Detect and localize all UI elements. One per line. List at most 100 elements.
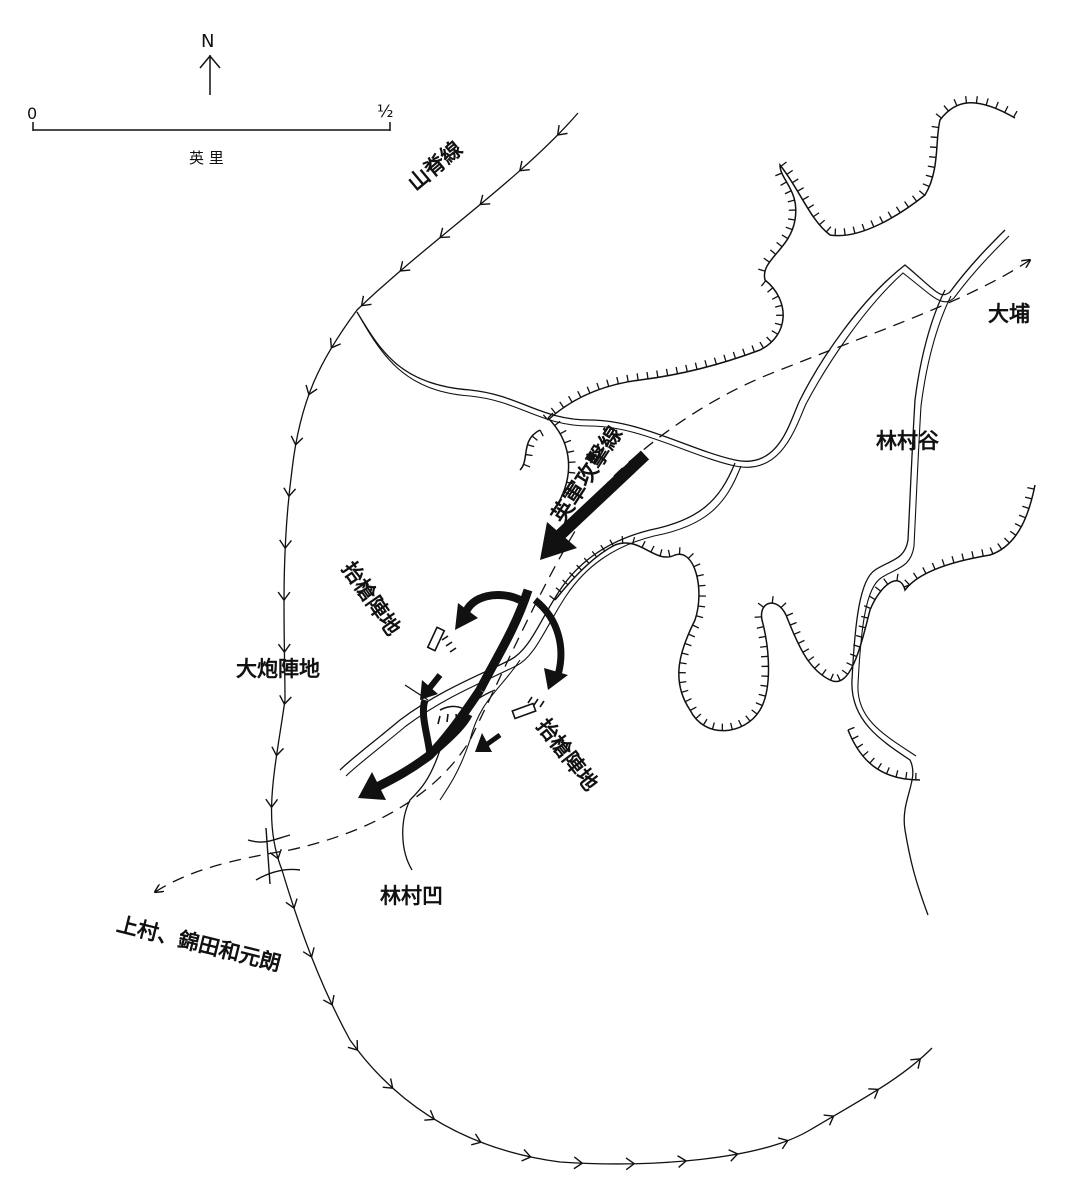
hachure-tick [802,648,810,653]
hachure-tick [550,407,557,414]
hachure-tick [758,635,766,639]
hachure-tick [812,212,820,218]
hachure-tick [723,354,727,362]
hachure-tick [922,183,930,188]
hachure-tick [566,481,574,485]
hachure-tick [769,249,777,255]
pass-road-bank [439,659,521,801]
hachure-tick [861,223,866,231]
hachure-tick [1024,496,1032,500]
hachure-tick [698,584,706,587]
hachure-tick [877,762,882,770]
hachure-tick [930,136,938,139]
hachure-tick [829,673,834,681]
river-upper [356,229,1006,462]
hachure-tick [931,562,936,570]
hachure-tick [793,630,801,635]
hachure-tick [696,615,704,619]
hachure-tick [525,453,533,457]
hachure-tick [675,366,679,374]
hachure-tick [667,549,671,557]
hachure-tick [929,156,937,159]
hachure-tick [600,544,606,552]
hachure-tick [684,642,692,647]
hachure-tick [755,702,763,707]
hachure-tick [693,563,701,568]
hachure-tick [549,595,556,601]
hachure-tick [758,268,766,272]
hachure-tick [751,345,756,353]
hachure-tick [742,348,746,356]
hachure-tick [895,770,899,778]
hachure-tick [883,578,889,585]
hachure-tick [943,105,949,112]
hachure-tick [684,698,692,703]
ridge-chevron [910,1058,922,1069]
hachure-tick [632,536,636,545]
ridge-chevron [269,848,282,860]
hachure-tick [887,211,893,219]
hachure-tick [775,304,783,308]
hachure-tick [523,463,531,468]
hachure-tick [760,645,768,648]
hachure-tick [1018,514,1026,519]
hachure-tick [567,395,573,403]
hachure-tick [785,226,793,231]
hachure-tick [874,586,882,592]
ridge-chevron [290,435,304,446]
hachure-tick [577,390,582,398]
hachure-tick [941,559,946,567]
hachure-tick [681,652,689,656]
hachure-tick [852,226,856,234]
hachure-tick [862,750,869,757]
hachure-tick [559,429,567,435]
lam-tsuen-valley-label: 林村谷 [876,428,939,453]
hachure-tick [659,549,663,557]
hachure-tick [771,330,779,335]
hachure-tick [569,572,576,578]
hachure-tick [766,336,772,343]
ridge-chevron [424,1109,436,1121]
hachure-tick [695,713,702,720]
hachure-tick [953,98,958,106]
ridge-line-route [270,112,933,1165]
hachure-tick [568,471,576,474]
hachure-tick [997,543,1003,550]
hachure-tick [781,234,789,240]
ridge-chevron [868,1088,880,1099]
hachure-tick [1027,487,1035,490]
hachure-tick [527,444,535,448]
hachure-tick [961,553,965,561]
hachure-tick [688,633,696,638]
hachure-tick [981,549,984,557]
hachure-tick [925,174,933,178]
crossing-mark [247,827,301,885]
ridge-chevron [521,1149,532,1162]
ridge-chevron [283,487,297,498]
hachure-tick [787,218,796,221]
hachure-tick [646,371,649,380]
ridge-chevron [279,694,292,706]
hachure-tick [1004,105,1009,113]
hachure-tick [596,382,600,390]
hachure-tick [626,374,629,382]
hachure-tick [912,195,918,202]
hachure-tick [985,98,989,106]
hachure-tick [732,351,737,359]
hachure-tick [591,550,598,558]
ridge-chevron [277,643,291,654]
ridge-chevron [573,1156,584,1170]
hachure-tick [656,370,659,378]
cliff-line [547,102,1016,421]
artillery-position-label: 大炮陣地 [236,656,320,681]
hachure-tick [776,241,783,248]
hachure-tick [606,379,610,387]
hachure-tick [853,644,861,648]
hachure-ridges [519,96,1036,781]
hachure-tick [564,439,572,444]
valley-river-bank [857,295,952,757]
ridge-chevron [265,798,279,809]
musket-position-icon [426,626,545,725]
